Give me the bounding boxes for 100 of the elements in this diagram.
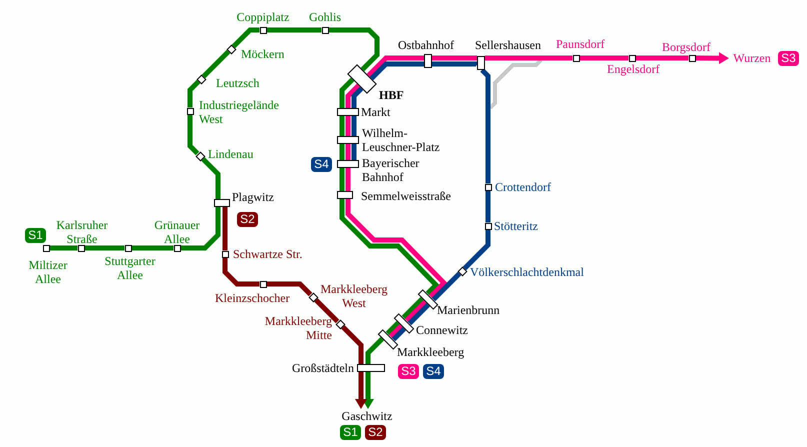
track-line — [486, 190, 490, 222]
track-line — [366, 56, 424, 78]
track-line — [340, 78, 354, 108]
station-label: Crottendorf — [495, 180, 551, 194]
track-line — [346, 84, 360, 108]
line-badge: S3 — [778, 51, 799, 66]
track-line — [392, 326, 406, 342]
station-label: Markt — [361, 105, 390, 119]
station-marker — [337, 191, 353, 199]
track-line — [388, 324, 404, 338]
station-label: Leutzsch — [216, 76, 260, 90]
line-badge: S4 — [311, 157, 332, 172]
line-badge: S1 — [25, 228, 46, 243]
station-marker — [186, 108, 194, 114]
station-marker — [78, 244, 84, 252]
track-line — [266, 28, 322, 32]
station-label: Sellershausen — [475, 38, 541, 52]
track-line — [188, 114, 200, 156]
station-marker — [477, 56, 485, 70]
station-label: Möckern — [241, 47, 284, 61]
track-line — [84, 246, 124, 250]
track-line — [580, 56, 628, 60]
track-line — [432, 272, 462, 302]
station-marker — [484, 184, 492, 190]
station-marker — [260, 280, 266, 288]
station-label: Connewitz — [416, 323, 468, 337]
track-line — [188, 80, 200, 108]
track-line — [346, 116, 350, 136]
station-label: Schwartze Str. — [233, 247, 302, 261]
line-badge: S1 — [340, 425, 361, 440]
station-marker — [484, 222, 492, 230]
station-label: Miltizer Allee — [28, 258, 68, 286]
station-marker — [322, 26, 328, 34]
track-line — [485, 56, 572, 60]
track-line — [366, 336, 384, 364]
station-marker — [424, 54, 432, 68]
station-label: Stuttgarter Allee — [104, 254, 156, 282]
station-marker — [174, 244, 180, 252]
terminus-label: Gaschwitz — [336, 409, 398, 424]
track-line — [340, 324, 364, 364]
station-label: Grünauer Allee — [153, 218, 201, 246]
station-label: Engelsdorf — [607, 62, 660, 76]
line-badge: S2 — [365, 425, 386, 440]
track-line — [50, 246, 78, 250]
line-badge: S4 — [423, 364, 444, 379]
track-line — [370, 62, 424, 80]
track-line — [180, 207, 220, 250]
track-line — [266, 282, 312, 296]
station-label: Semmelweisstraße — [361, 189, 451, 203]
track-line — [340, 144, 344, 160]
station-marker — [572, 54, 580, 62]
track-line — [480, 68, 490, 184]
station-marker — [337, 160, 359, 168]
station-label: Marienbrunn — [437, 303, 500, 317]
track-arrow — [355, 372, 367, 409]
track-line — [222, 207, 228, 250]
track-line — [386, 320, 400, 336]
station-label: Ostbahnhof — [398, 38, 454, 52]
station-marker — [214, 199, 230, 207]
track-line — [352, 144, 356, 160]
station-marker — [628, 54, 636, 62]
track-arrow — [695, 52, 729, 64]
station-marker — [222, 250, 228, 258]
track-line — [340, 168, 344, 191]
station-marker — [124, 244, 132, 252]
line-badge: S2 — [237, 212, 258, 227]
station-label: Karlsruher Straße — [55, 218, 109, 246]
track-line — [232, 28, 260, 48]
track-line — [222, 258, 260, 286]
track-line — [432, 62, 479, 67]
station-label: Völkerschlachtdenkmal — [470, 265, 584, 279]
station-marker — [337, 136, 359, 144]
station-label: Kleinzschocher — [215, 291, 290, 305]
track-line — [340, 199, 440, 296]
station-marker — [42, 244, 50, 252]
track-line — [636, 56, 688, 60]
station-label: Bayerischer Bahnhof — [362, 156, 420, 184]
track-line — [200, 156, 220, 199]
station-marker — [337, 108, 359, 116]
station-label: Stötteritz — [494, 219, 538, 233]
station-marker — [688, 54, 696, 62]
track-line — [432, 56, 477, 60]
track-line — [328, 28, 380, 72]
track-line — [314, 298, 340, 324]
station-label: Industriegelände West — [199, 98, 280, 126]
station-label: Coppiplatz — [236, 10, 290, 24]
station-label: Borgsdorf — [662, 40, 710, 54]
station-label: Paunsdorf — [556, 37, 605, 51]
station-label: Plagwitz — [232, 190, 274, 204]
track-line — [346, 168, 350, 191]
track-line — [346, 144, 350, 160]
station-label: Lindenau — [208, 147, 254, 161]
station-label: Markkleeberg — [397, 345, 464, 359]
track-line — [132, 246, 174, 250]
station-label: Großstädteln — [291, 361, 354, 375]
line-badge: S3 — [398, 364, 419, 379]
track-line — [340, 116, 344, 136]
track-line — [462, 230, 490, 270]
station-marker — [260, 26, 266, 34]
track-line — [346, 199, 448, 298]
